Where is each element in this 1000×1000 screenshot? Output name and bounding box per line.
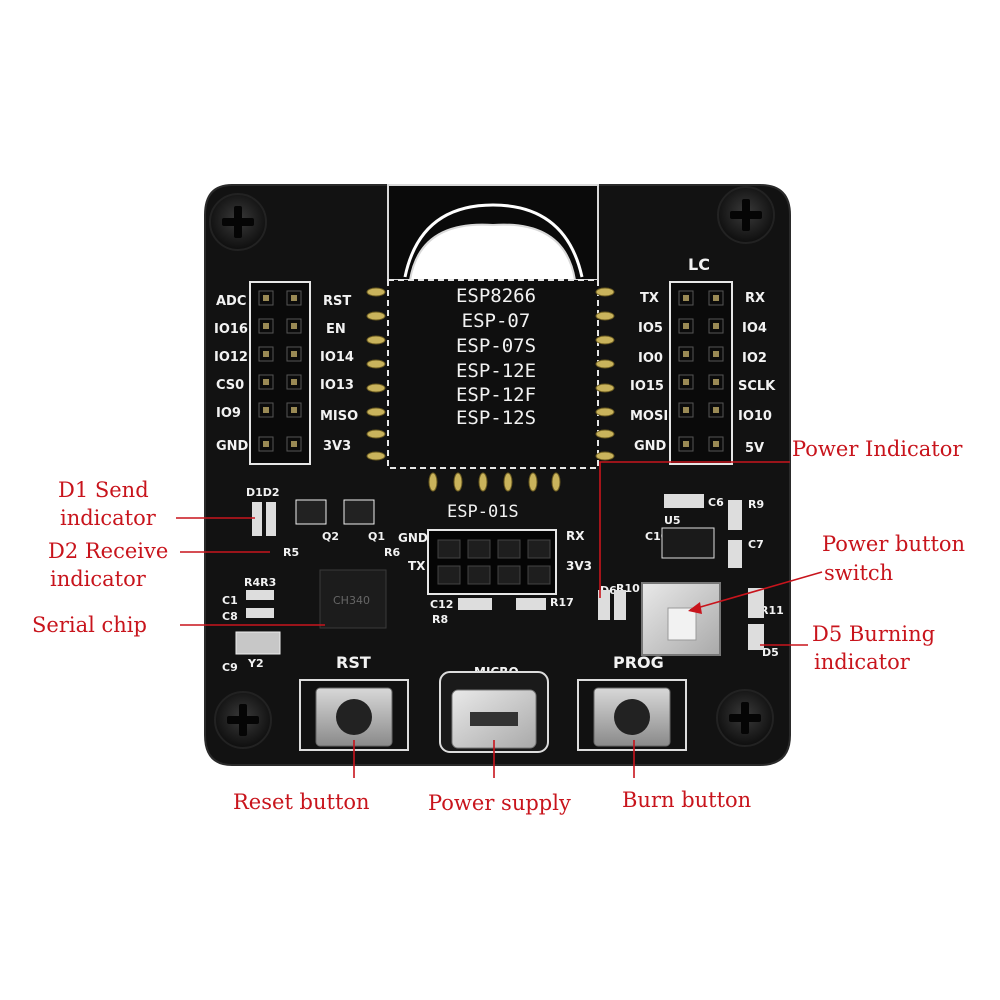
pin-label: MISO xyxy=(320,409,358,424)
callout-power-switch: switch xyxy=(824,561,893,585)
left-inner-labels: RST EN IO14 IO13 MISO 3V3 xyxy=(320,294,358,454)
burn-button[interactable] xyxy=(577,679,687,751)
right-outer-labels: RX IO4 IO2 SCLK IO10 5V xyxy=(738,291,776,456)
pin-label: GND xyxy=(634,439,667,454)
screw-icon xyxy=(209,193,267,251)
component-label: C1 xyxy=(222,594,238,607)
component-label: Q2 xyxy=(322,530,339,543)
screw-icon xyxy=(716,689,774,747)
socket-pin-label: RX xyxy=(566,529,585,543)
component-label: R6 xyxy=(384,546,400,559)
pin-label: IO0 xyxy=(638,351,663,366)
right-inner-labels: TX IO5 IO0 IO15 MOSI GND xyxy=(630,291,668,454)
module-name: ESP-12F xyxy=(456,384,536,406)
serial-chip: CH340 xyxy=(319,569,387,629)
left-pin-header xyxy=(249,281,311,465)
module-name: ESP-12E xyxy=(456,360,536,382)
callout-d2-receive: D2 Receive xyxy=(48,539,168,563)
component-label: Q1 xyxy=(368,530,385,543)
pin-label: IO2 xyxy=(742,351,767,366)
module-name: ESP8266 xyxy=(456,285,536,307)
callout-burn-button: Burn button xyxy=(622,788,751,812)
callout-d5-indicator: indicator xyxy=(814,650,911,674)
module-cutout xyxy=(387,184,599,281)
power-switch[interactable] xyxy=(641,582,721,656)
callout-d5-burning: D5 Burning xyxy=(812,622,935,646)
component-label: D5 xyxy=(762,646,779,659)
left-outer-labels: ADC IO16 IO12 CS0 IO9 GND xyxy=(214,294,249,454)
pin-label: 3V3 xyxy=(323,439,351,454)
smd-parts xyxy=(235,494,764,655)
callout-reset-button: Reset button xyxy=(233,790,370,814)
screw-icon xyxy=(214,691,272,749)
chip-marking: CH340 xyxy=(333,594,370,607)
socket-label: ESP-01S xyxy=(447,502,519,522)
pin-label: IO16 xyxy=(214,322,248,337)
module-name: ESP-12S xyxy=(456,407,536,429)
screw-icon xyxy=(717,186,775,244)
pin-label: GND xyxy=(216,439,249,454)
pin-label: IO9 xyxy=(216,406,241,421)
component-label: R9 xyxy=(748,498,764,511)
component-label: Y2 xyxy=(247,657,264,670)
socket-pin-label: 3V3 xyxy=(566,559,592,573)
rst-label: RST xyxy=(336,653,371,672)
component-label: C9 xyxy=(222,661,238,674)
pin-label: SCLK xyxy=(738,379,776,394)
callout-texts: D1 Send indicator D2 Receive indicator S… xyxy=(32,437,965,815)
pin-label: IO12 xyxy=(214,350,248,365)
logo-lc: LC xyxy=(688,255,710,274)
component-label: R11 xyxy=(760,604,784,617)
component-label: R4R3 xyxy=(244,576,276,589)
pin-label: ADC xyxy=(216,294,246,309)
component-label: C7 xyxy=(748,538,764,551)
pin-label: IO10 xyxy=(738,409,772,424)
module-name: ESP-07S xyxy=(456,335,536,357)
reset-button[interactable] xyxy=(299,679,409,751)
component-label: D1D2 xyxy=(246,486,280,499)
pin-label: IO15 xyxy=(630,379,664,394)
callout-power-supply: Power supply xyxy=(428,791,571,815)
usb-port-icon[interactable] xyxy=(439,671,549,753)
component-label: R17 xyxy=(550,596,574,609)
module-footprint xyxy=(387,279,599,469)
callout-serial-chip: Serial chip xyxy=(32,613,147,637)
module-name-list: ESP8266 ESP-07 ESP-07S ESP-12E ESP-12F E… xyxy=(456,285,536,429)
pin-label: RST xyxy=(323,294,351,309)
pin-label: RX xyxy=(745,291,765,306)
component-label: C6 xyxy=(708,496,724,509)
callout-power-button: Power button xyxy=(822,532,965,556)
pin-label: MOSI xyxy=(630,409,668,424)
callout-power-indicator: Power Indicator xyxy=(792,437,963,461)
callout-leads xyxy=(176,461,823,778)
pin-label: IO14 xyxy=(320,350,354,365)
callout-d2-receive-indicator: indicator xyxy=(50,567,147,591)
pin-label: CS0 xyxy=(216,378,244,393)
module-name: ESP-07 xyxy=(462,310,531,332)
socket-pin-label: TX xyxy=(408,559,426,573)
callout-d1-send-indicator: indicator xyxy=(60,506,157,530)
pin-label: IO4 xyxy=(742,321,767,336)
component-label: C12 xyxy=(430,598,453,611)
callout-d1-send: D1 Send xyxy=(58,478,149,502)
component-label: R8 xyxy=(432,613,448,626)
prog-label: PROG xyxy=(613,653,664,672)
component-label: C8 xyxy=(222,610,238,623)
pin-label: EN xyxy=(326,322,346,337)
component-label: U5 xyxy=(664,514,681,527)
right-pin-header xyxy=(669,281,733,465)
socket-holes xyxy=(437,539,551,585)
pin-label: IO13 xyxy=(320,378,354,393)
component-label: R5 xyxy=(283,546,299,559)
socket-pin-label: GND xyxy=(398,531,428,545)
pin-label: TX xyxy=(640,291,659,306)
pin-label: 5V xyxy=(745,441,764,456)
pin-label: IO5 xyxy=(638,321,663,336)
